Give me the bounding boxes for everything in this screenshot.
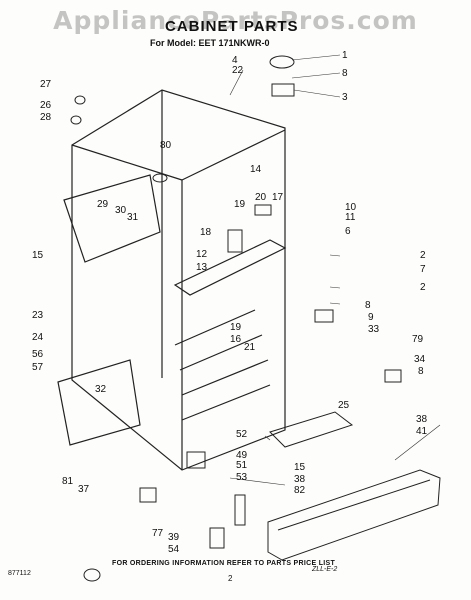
callout-label: 10 [345, 202, 357, 213]
callout-label: 52 [236, 429, 248, 440]
callout-label: 28 [40, 112, 52, 123]
model-subtitle: For Model: EET 171NKWR-0 [150, 38, 270, 48]
stamp-text: ZLL-E-2 [312, 566, 338, 573]
page-number: 2 [228, 574, 233, 583]
callout-label: 49 [236, 450, 248, 461]
cabinet-body [57, 89, 287, 471]
callout-label: 32 [95, 384, 107, 395]
diagram-title: CABINET PARTS [165, 18, 299, 35]
small-parts [70, 55, 441, 582]
callout-label: 38 [294, 474, 306, 485]
callout-label: 19 [230, 322, 242, 333]
callout-label: 38 [416, 414, 428, 425]
callout-label: 15 [294, 462, 306, 473]
callout-label: 18 [200, 227, 212, 238]
callout-label: 20 [255, 192, 267, 203]
callout-label: 23 [32, 310, 44, 321]
callout-label: 2 [420, 250, 426, 261]
callout-label: 12 [196, 249, 208, 260]
callout-label: 13 [196, 262, 208, 273]
callout-label: 34 [414, 354, 426, 365]
callout-label: 8 [365, 300, 371, 311]
watermark: AppliancePartsPros.com [53, 6, 418, 35]
callout-label: 22 [232, 65, 244, 76]
callout-label: 16 [230, 334, 242, 345]
callout-label: 51 [236, 460, 248, 471]
callout-label: 15 [32, 250, 44, 261]
callout-label: 39 [168, 532, 180, 543]
callout-label: 8 [418, 366, 424, 377]
callout-label: 80 [160, 140, 172, 151]
callout-label: 3 [342, 92, 348, 103]
callout-labels: 1 8 3 4 22 27 26 28 80 14 20 17 19 29 30… [32, 50, 428, 555]
callout-label: 57 [32, 362, 44, 373]
leader-lines [229, 54, 441, 486]
ordering-footer: FOR ORDERING INFORMATION REFER TO PARTS … [112, 560, 336, 567]
callout-label: 4 [232, 55, 238, 66]
callout-label: 6 [345, 226, 351, 237]
document-code: 877112 [8, 570, 31, 577]
callout-label: 8 [342, 68, 348, 79]
callout-label: 37 [78, 484, 90, 495]
callout-label: 30 [115, 205, 127, 216]
callout-label: 79 [412, 334, 424, 345]
callout-label: 25 [338, 400, 350, 411]
callout-label: 29 [97, 199, 109, 210]
callout-label: 33 [368, 324, 380, 335]
callout-label: 19 [234, 199, 246, 210]
callout-label: 31 [127, 212, 139, 223]
callout-label: 81 [62, 476, 74, 487]
callout-label: 1 [342, 50, 348, 61]
callout-label: 54 [168, 544, 180, 555]
callout-label: 2 [420, 282, 426, 293]
callout-label: 14 [250, 164, 262, 175]
callout-label: 53 [236, 472, 248, 483]
callout-label: 24 [32, 332, 44, 343]
callout-label: 7 [420, 264, 426, 275]
callout-label: 27 [40, 79, 52, 90]
callout-label: 11 [345, 212, 356, 223]
callout-label: 17 [272, 192, 284, 203]
callout-label: 9 [368, 312, 374, 323]
callout-label: 26 [40, 100, 52, 111]
callout-label: 82 [294, 485, 306, 496]
callout-label: 77 [152, 528, 164, 539]
callout-label: 56 [32, 349, 44, 360]
callout-label: 21 [244, 342, 256, 353]
callout-label: 41 [416, 426, 428, 437]
